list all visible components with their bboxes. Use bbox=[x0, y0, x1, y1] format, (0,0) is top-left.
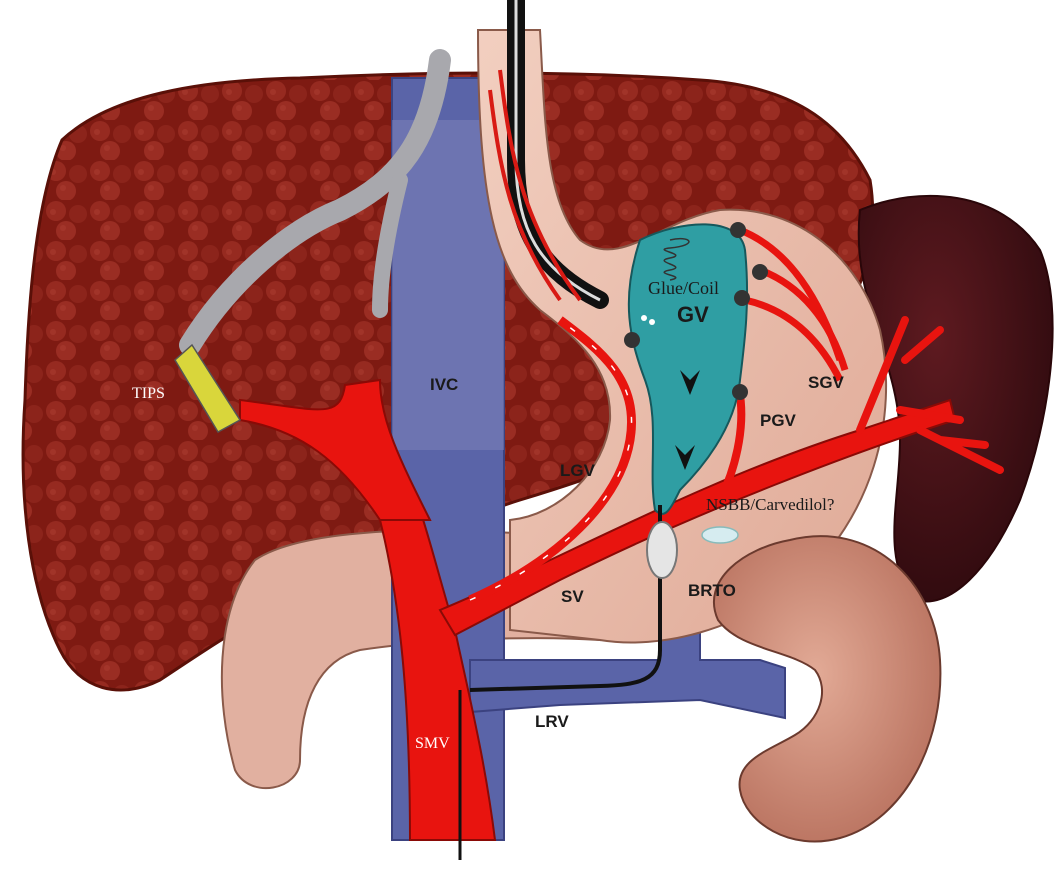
label-lgv: LGV bbox=[560, 461, 596, 480]
glue-cast-icon bbox=[730, 222, 746, 238]
label-lrv: LRV bbox=[535, 712, 569, 731]
pill-icon bbox=[702, 527, 738, 543]
glue-cast-icon bbox=[752, 264, 768, 280]
glue-cast-icon bbox=[734, 290, 750, 306]
glue-cast-icon bbox=[732, 384, 748, 400]
label-gv: GV bbox=[677, 302, 709, 327]
label-ivc: IVC bbox=[430, 375, 458, 394]
label-sv: SV bbox=[561, 587, 584, 606]
label-tips: TIPS bbox=[132, 385, 165, 402]
label-sgv: SGV bbox=[808, 373, 845, 392]
glue-cast-icon bbox=[624, 332, 640, 348]
balloon-icon bbox=[647, 522, 677, 578]
spleen bbox=[859, 196, 1053, 602]
label-pgv: PGV bbox=[760, 411, 797, 430]
label-brto: BRTO bbox=[688, 581, 736, 600]
label-nsbb: NSBB/Carvedilol? bbox=[706, 495, 834, 514]
label-smv: SMV bbox=[415, 735, 450, 752]
label-glue-coil: Glue/Coil bbox=[648, 278, 719, 298]
